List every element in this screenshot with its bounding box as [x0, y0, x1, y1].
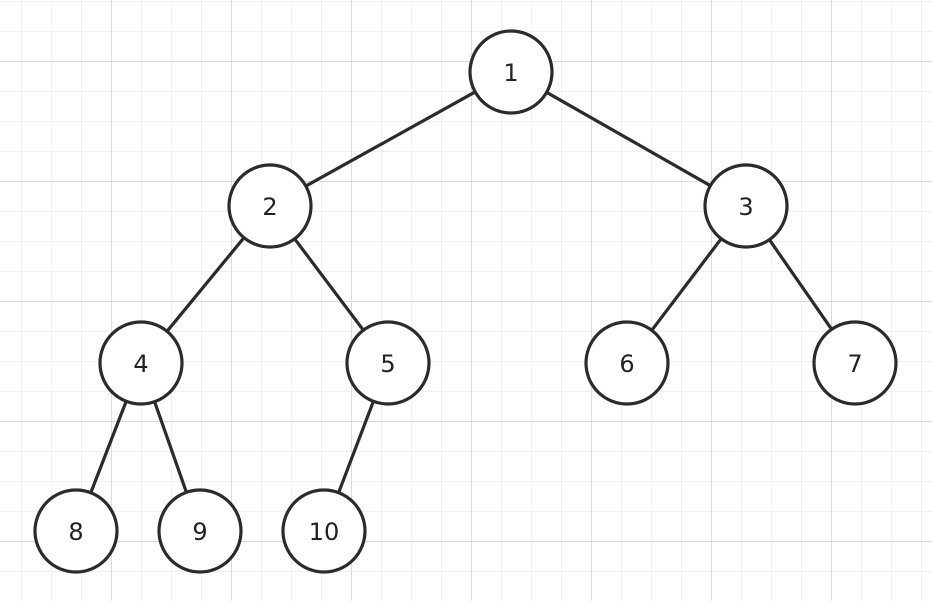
tree-node-5: 5	[345, 320, 431, 406]
edge-3-6	[650, 237, 723, 332]
edge-3-7	[767, 238, 834, 331]
node-label: 2	[262, 193, 277, 221]
edge-5-10	[336, 399, 376, 495]
tree-node-3: 3	[703, 163, 789, 249]
node-circle	[812, 320, 898, 406]
tree-node-6: 6	[584, 320, 670, 406]
node-circle	[157, 488, 243, 574]
node-label: 10	[309, 518, 340, 546]
nodes-layer: 1 2 3 4 5 6 7	[33, 29, 898, 574]
edge-2-5	[293, 237, 365, 332]
tree-node-1: 1	[468, 29, 554, 115]
edge-4-8	[89, 399, 128, 495]
edge-1-3	[545, 90, 712, 188]
tree-node-10: 10	[281, 488, 367, 574]
tree-node-2: 2	[227, 163, 313, 249]
tree-node-9: 9	[157, 488, 243, 574]
tree-node-7: 7	[812, 320, 898, 406]
node-label: 6	[619, 350, 634, 378]
edges-layer	[89, 90, 834, 495]
node-circle	[584, 320, 670, 406]
node-label: 5	[380, 350, 395, 378]
node-circle	[227, 163, 313, 249]
node-circle	[468, 29, 554, 115]
node-circle	[281, 488, 367, 574]
node-circle	[33, 488, 119, 574]
tree-node-4: 4	[98, 320, 184, 406]
node-circle	[345, 320, 431, 406]
tree-node-8: 8	[33, 488, 119, 574]
node-circle	[98, 320, 184, 406]
node-label: 3	[738, 193, 753, 221]
node-circle	[703, 163, 789, 249]
edge-1-2	[304, 90, 477, 188]
edge-4-9	[152, 400, 189, 494]
edge-2-4	[165, 236, 246, 333]
node-label: 9	[192, 518, 207, 546]
node-label: 7	[847, 350, 862, 378]
node-label: 4	[133, 350, 148, 378]
node-label: 1	[503, 59, 518, 87]
node-label: 8	[68, 518, 83, 546]
